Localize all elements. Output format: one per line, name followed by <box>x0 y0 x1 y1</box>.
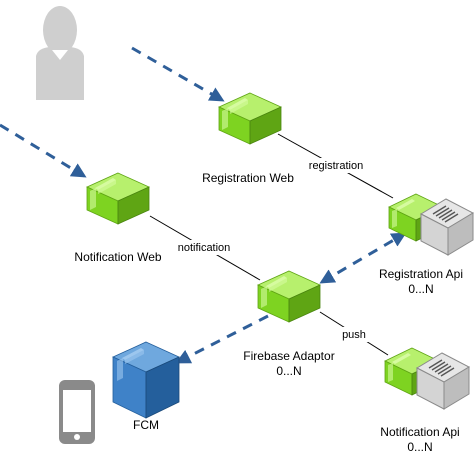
registration-api-icon <box>388 193 474 256</box>
server-icon <box>415 352 471 410</box>
registration-api-multiplicity: 0...N <box>408 282 433 296</box>
notification-api-label: Notification Api <box>380 425 459 439</box>
edge-label-push: push <box>342 329 366 341</box>
user-to-notification-web-arrow <box>0 123 87 178</box>
server-icon <box>419 198 474 256</box>
notification-web-icon <box>86 172 150 225</box>
edge-label-notification: notification <box>178 242 231 254</box>
registration-api-label: Registration Api <box>379 267 463 281</box>
firebase-registration-api-arrow <box>319 232 407 284</box>
notification-web-label: Notification Web <box>74 250 161 264</box>
fcm-label: FCM <box>133 418 159 432</box>
user-icon <box>36 6 84 100</box>
notification-api-multiplicity: 0...N <box>407 440 432 454</box>
firebase-adaptor-multiplicity: 0...N <box>276 364 301 378</box>
mobile-phone-icon <box>59 380 95 444</box>
registration-web-label: Registration Web <box>202 171 294 185</box>
fcm-cube-icon <box>112 341 180 419</box>
firebase-adaptor-label: Firebase Adaptor <box>243 349 334 363</box>
notification-api-icon <box>384 347 471 410</box>
user-to-registration-web-arrow <box>131 46 225 102</box>
edge-label-registration: registration <box>309 160 363 172</box>
registration-web-icon <box>218 92 282 145</box>
firebase-adaptor-icon <box>257 270 321 323</box>
